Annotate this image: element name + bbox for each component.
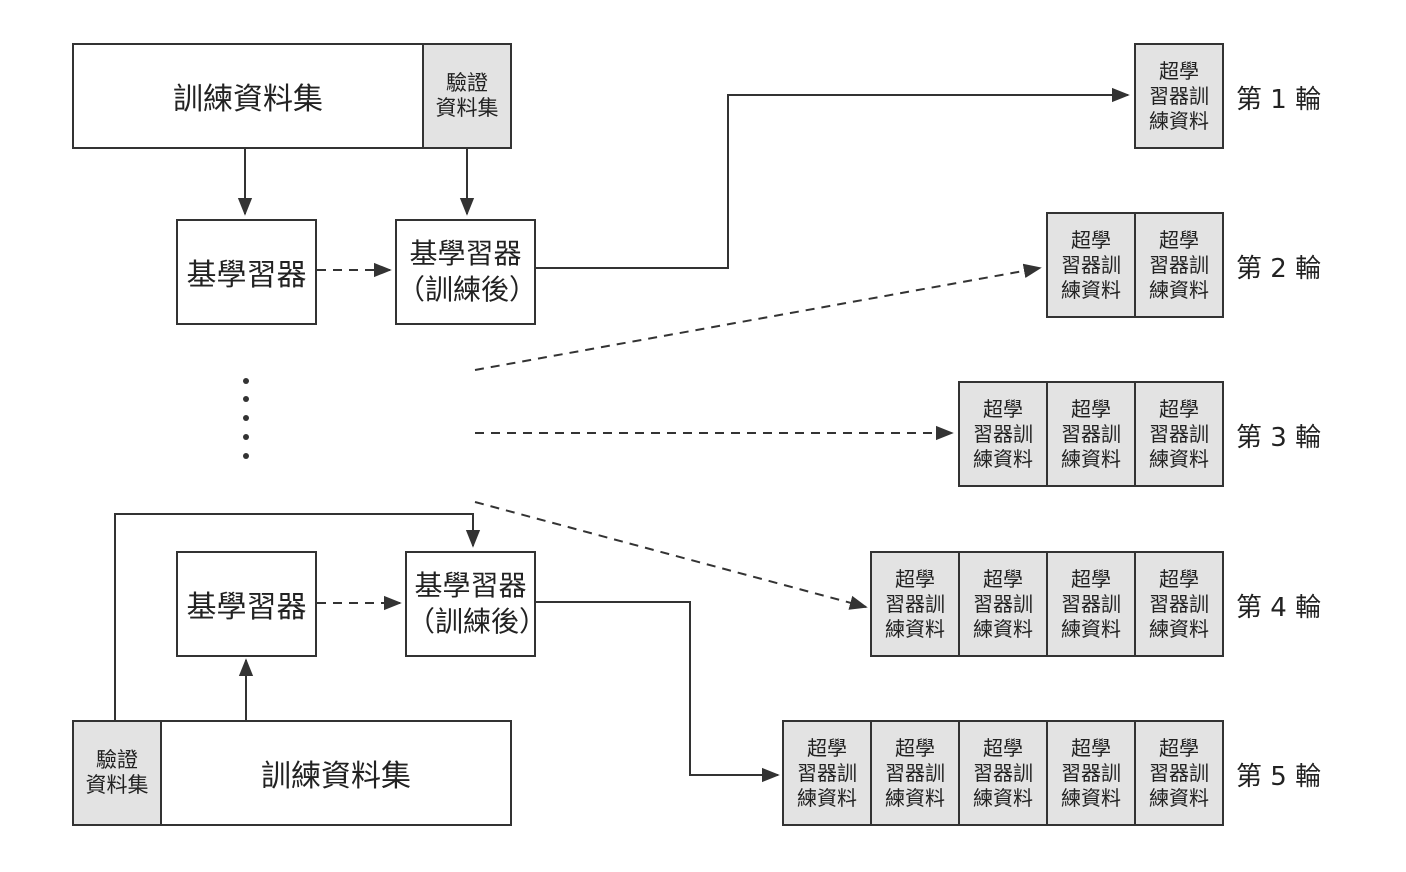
base-learner-bottom-label: 基學習器: [186, 590, 307, 625]
base-learner-top-label: 基學習器: [186, 258, 307, 293]
meta-learner-train-cell-label: 超學 習器訓 練資料: [1149, 227, 1209, 302]
meta-learner-train-cell-label: 超學 習器訓 練資料: [1149, 566, 1209, 641]
arrow-val-to-trained-bottom: [114, 513, 481, 720]
round-label: 第 3 輪: [1236, 423, 1322, 453]
meta-learner-train-cell: 超學 習器訓 練資料: [782, 720, 872, 826]
meta-learner-train-cell-label: 超學 習器訓 練資料: [973, 735, 1033, 810]
meta-learner-train-cell: 超學 習器訓 練資料: [1134, 43, 1224, 149]
meta-learner-train-cell: 超學 習器訓 練資料: [958, 551, 1048, 657]
meta-learner-train-cell: 超學 習器訓 練資料: [870, 551, 960, 657]
meta-learner-train-cell: 超學 習器訓 練資料: [958, 720, 1048, 826]
meta-learner-train-cell-label: 超學 習器訓 練資料: [885, 735, 945, 810]
meta-learner-train-cell-label: 超學 習器訓 練資料: [1061, 735, 1121, 810]
meta-learner-train-cell-label: 超學 習器訓 練資料: [1061, 227, 1121, 302]
meta-learner-train-cell: 超學 習器訓 練資料: [1134, 212, 1224, 318]
train-dataset-top-label: 訓練資料集: [173, 82, 323, 117]
meta-learner-train-cell: 超學 習器訓 練資料: [1046, 720, 1136, 826]
meta-learner-train-cell: 超學 習器訓 練資料: [1046, 212, 1136, 318]
round-label: 第 5 輪: [1236, 762, 1322, 792]
trained-learner-top-label: 基學習器 （訓練後）: [397, 237, 538, 306]
meta-learner-train-cell-label: 超學 習器訓 練資料: [885, 566, 945, 641]
arrow-to-round-2: [474, 263, 1042, 371]
val-dataset-bottom-label: 驗證 資料集: [85, 748, 149, 797]
base-learner-top: 基學習器: [176, 219, 317, 325]
round-label: 第 4 輪: [1236, 593, 1322, 623]
trained-learner-bottom-label: 基學習器 （訓練後）: [407, 569, 548, 638]
train-dataset-bottom: 訓練資料集: [160, 720, 512, 826]
meta-learner-train-cell: 超學 習器訓 練資料: [1134, 720, 1224, 826]
meta-learner-train-cell-label: 超學 習器訓 練資料: [1149, 396, 1209, 471]
meta-learner-train-cell-label: 超學 習器訓 練資料: [1149, 58, 1209, 133]
meta-learner-train-cell-label: 超學 習器訓 練資料: [973, 396, 1033, 471]
meta-learner-train-cell-label: 超學 習器訓 練資料: [1061, 566, 1121, 641]
arrow-to-round-5: [536, 601, 780, 783]
val-dataset-top-label: 驗證 資料集: [435, 71, 499, 120]
round-label: 第 2 輪: [1236, 254, 1322, 284]
meta-learner-train-cell-label: 超學 習器訓 練資料: [1149, 735, 1209, 810]
base-learner-bottom: 基學習器: [176, 551, 317, 657]
meta-learner-train-cell: 超學 習器訓 練資料: [1046, 551, 1136, 657]
vertical-ellipsis: [243, 378, 249, 459]
trained-learner-top: 基學習器 （訓練後）: [395, 219, 538, 325]
meta-learner-train-cell: 超學 習器訓 練資料: [1134, 551, 1224, 657]
arrow-to-round-1: [536, 87, 1130, 269]
val-dataset-top: 驗證 資料集: [422, 43, 512, 149]
meta-learner-train-cell-label: 超學 習器訓 練資料: [1061, 396, 1121, 471]
meta-learner-train-cell: 超學 習器訓 練資料: [1134, 381, 1224, 487]
val-dataset-bottom: 驗證 資料集: [72, 720, 162, 826]
meta-learner-train-cell-label: 超學 習器訓 練資料: [973, 566, 1033, 641]
arrow-to-round-4: [474, 501, 868, 610]
round-label: 第 1 輪: [1236, 85, 1322, 115]
meta-learner-train-cell: 超學 習器訓 練資料: [958, 381, 1048, 487]
meta-learner-train-cell-label: 超學 習器訓 練資料: [797, 735, 857, 810]
meta-learner-train-cell: 超學 習器訓 練資料: [1046, 381, 1136, 487]
meta-learner-train-cell: 超學 習器訓 練資料: [870, 720, 960, 826]
trained-learner-bottom: 基學習器 （訓練後）: [405, 551, 548, 657]
train-dataset-top: 訓練資料集: [72, 43, 424, 149]
train-dataset-bottom-label: 訓練資料集: [261, 759, 411, 794]
